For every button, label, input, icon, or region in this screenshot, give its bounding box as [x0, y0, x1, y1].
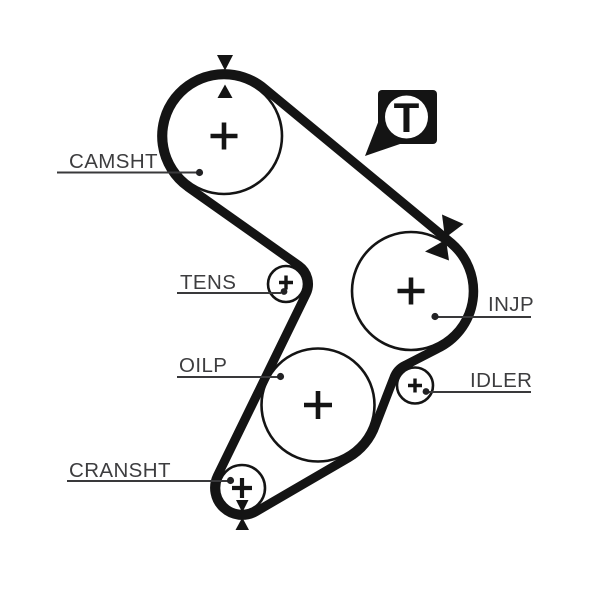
injection-pump-label: INJP — [488, 293, 534, 316]
camshaft-crosshair-icon — [210, 122, 238, 150]
oil-pump-crosshair-icon — [304, 391, 332, 419]
tensioner-pulley — [266, 264, 306, 304]
oil-pump-pulley — [260, 347, 376, 463]
crankshaft-timing-arrow-up-icon — [235, 517, 249, 530]
crankshaft-label: CRANSHT — [69, 459, 171, 482]
camshaft-timing-arrow-up-icon — [217, 84, 233, 98]
timing-badge: T — [365, 90, 437, 156]
crankshaft-leader-dot — [226, 476, 235, 485]
idler-pulley — [395, 366, 435, 405]
tensioner-label: TENS — [180, 271, 236, 294]
camshaft-leader-dot — [195, 168, 204, 177]
idler-leader-dot — [422, 388, 430, 395]
tensioner-leader-dot — [280, 288, 288, 295]
injection-pump-leader-dot — [431, 312, 439, 321]
crankshaft-crosshair-icon — [232, 478, 252, 498]
injp-timing-arrow-outer-icon — [442, 214, 464, 238]
idler-crosshair-icon — [408, 378, 422, 393]
camshaft-label: CAMSHT — [69, 150, 158, 173]
crankshaft-timing-arrow-down-icon — [236, 500, 249, 513]
tensioner-crosshair-icon — [279, 275, 293, 290]
timing-belt — [157, 69, 479, 520]
injp-timing-arrow-inner-icon — [425, 239, 449, 261]
idler-label: IDLER — [470, 369, 532, 392]
injection-pump-crosshair-icon — [397, 277, 425, 305]
camshaft-timing-arrow-down-icon — [217, 55, 233, 71]
oil-pump-leader-dot — [276, 372, 285, 381]
timing-badge-letter: T — [394, 94, 420, 141]
oil-pump-label: OILP — [179, 354, 227, 377]
timing-badge-circle — [385, 95, 428, 139]
